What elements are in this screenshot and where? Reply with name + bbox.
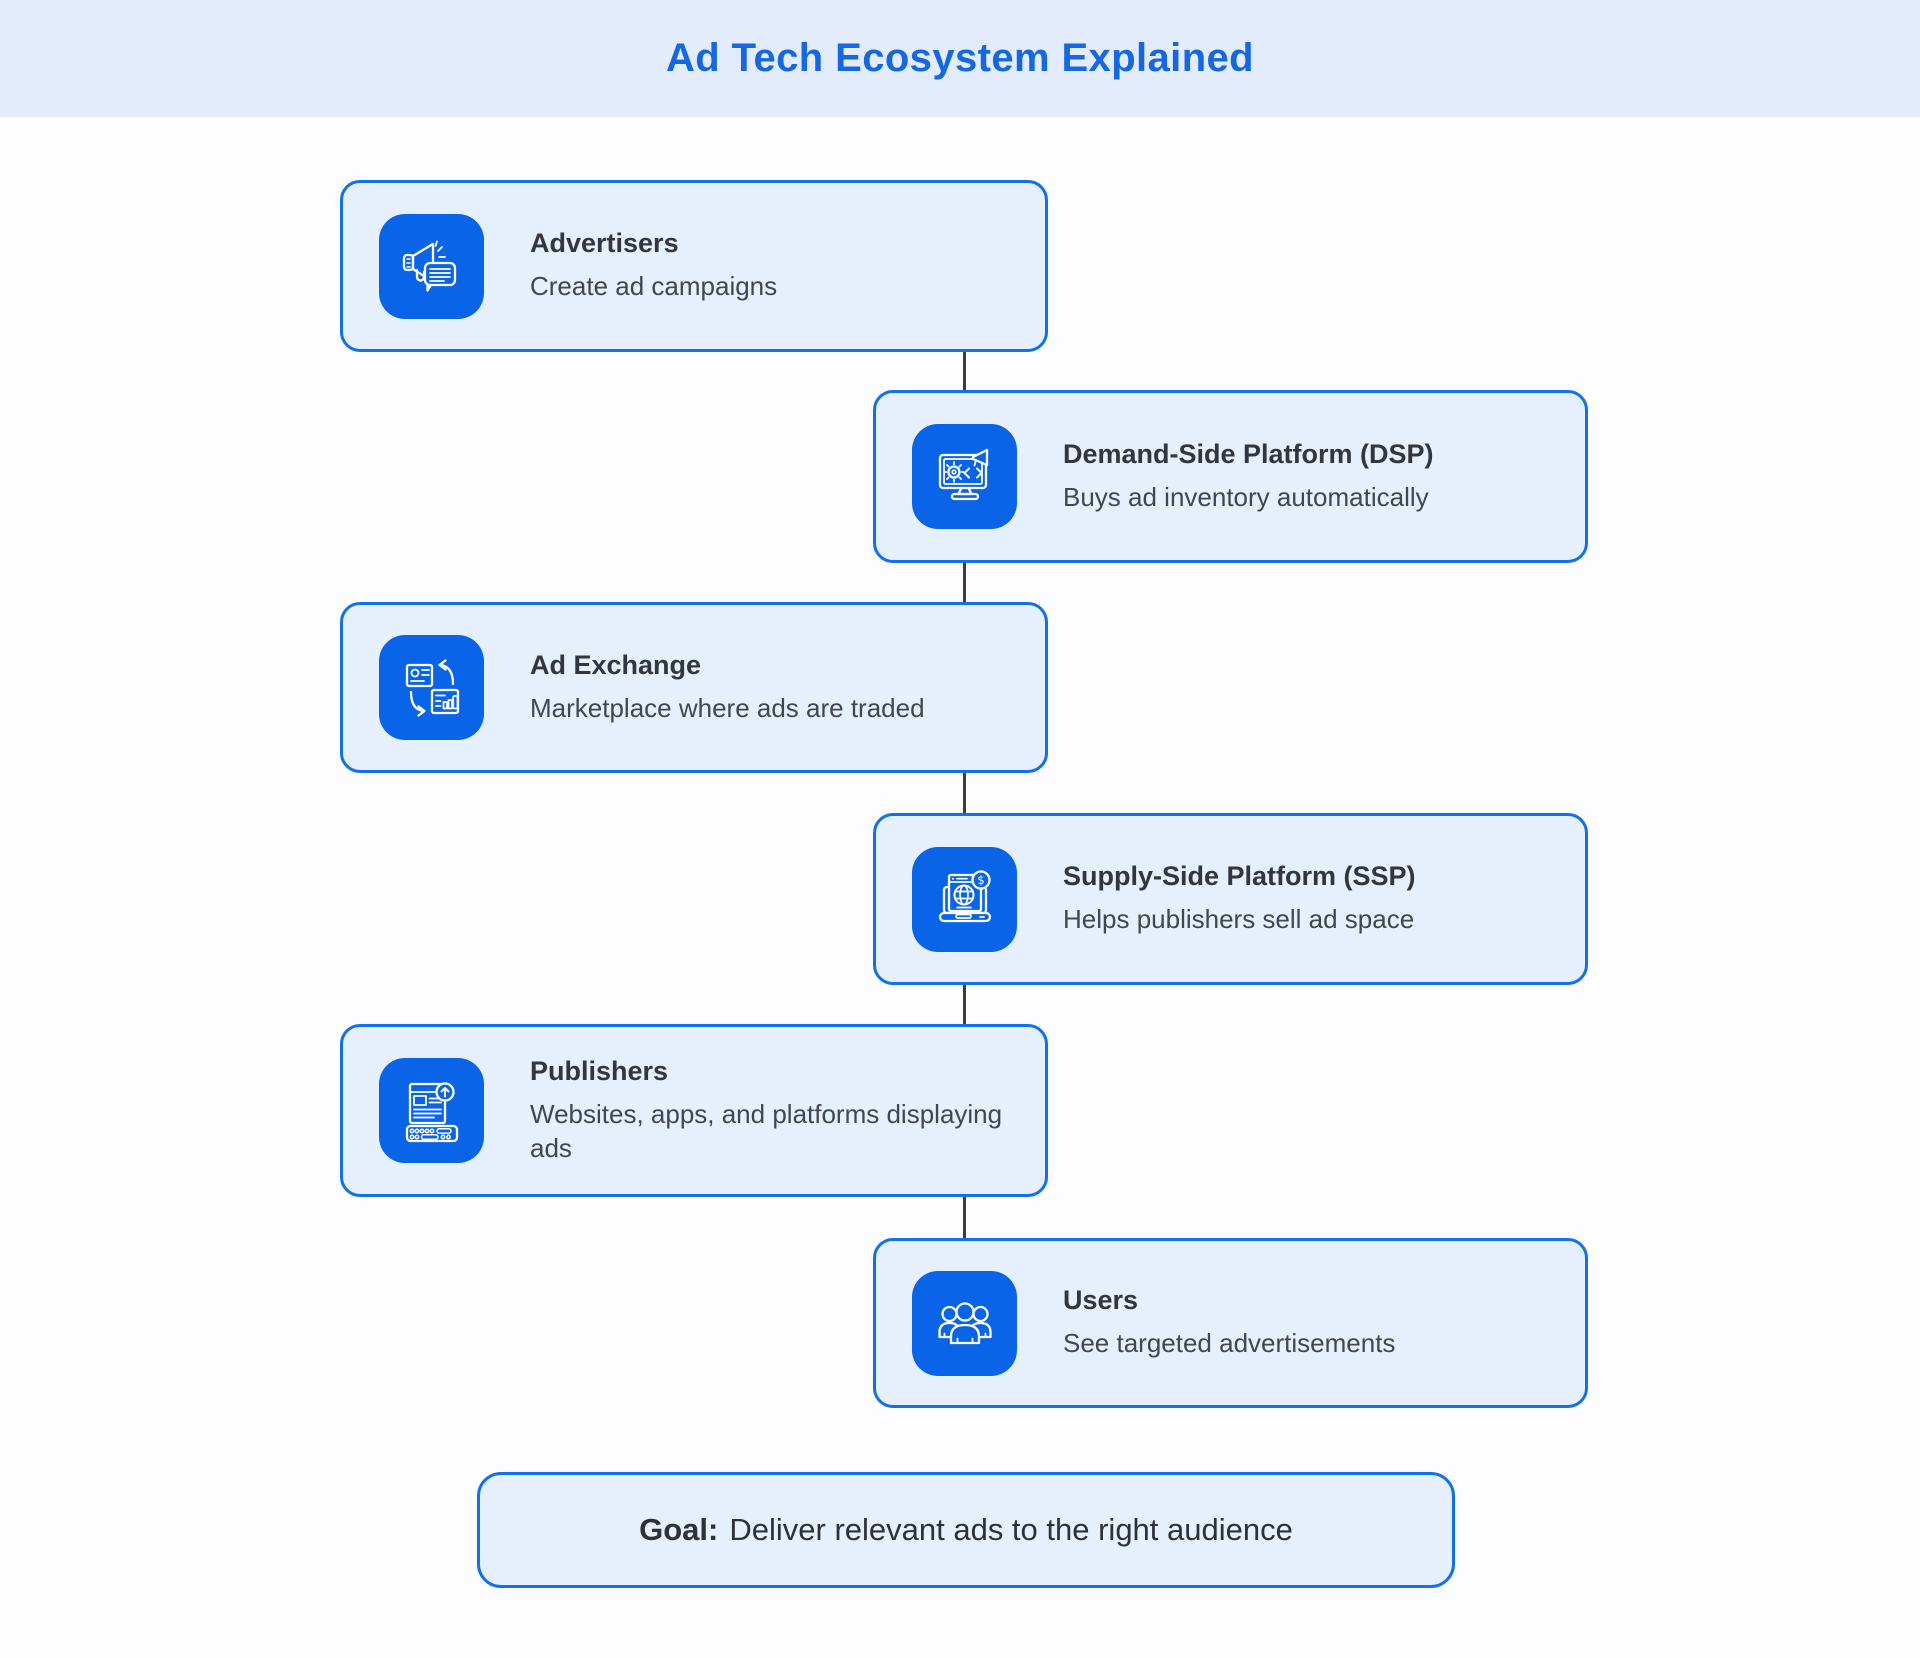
node-description: Marketplace where ads are traded xyxy=(530,692,925,723)
node-title: Ad Exchange xyxy=(530,649,702,680)
node-title: Advertisers xyxy=(530,228,679,259)
exchange-swap-arrows-icon xyxy=(405,658,459,717)
people-group-icon xyxy=(937,1302,992,1345)
icon-tile: $ xyxy=(912,846,1017,952)
laptop-globe-dollar-icon: $ xyxy=(938,870,991,923)
node-title: Users xyxy=(1063,1285,1139,1316)
header-banner: Ad Tech Ecosystem Explained xyxy=(0,0,1920,117)
goal-label: Goal: xyxy=(639,1512,719,1547)
monitor-gear-code-icon xyxy=(938,448,988,500)
node-text: Demand-Side Platform (DSP) Buys ad inven… xyxy=(1063,439,1434,514)
page-title: Ad Tech Ecosystem Explained xyxy=(665,36,1255,80)
node-description: Buys ad inventory automatically xyxy=(1063,481,1429,512)
node-description: See targeted advertisements xyxy=(1063,1328,1396,1359)
icon-tile xyxy=(912,1270,1017,1376)
node-card-dsp: Demand-Side Platform (DSP) Buys ad inven… xyxy=(873,390,1588,563)
icon-tile xyxy=(379,635,484,740)
node-card-advertisers: Advertisers Create ad campaigns xyxy=(340,180,1048,352)
svg-text:$: $ xyxy=(977,873,984,887)
node-text: Supply-Side Platform (SSP) Helps publish… xyxy=(1063,861,1416,936)
icon-tile xyxy=(379,1058,484,1163)
node-description: Helps publishers sell ad space xyxy=(1063,904,1415,935)
node-text: Ad Exchange Marketplace where ads are tr… xyxy=(530,650,925,725)
node-description: Create ad campaigns xyxy=(530,271,778,302)
node-title: Publishers xyxy=(530,1055,669,1086)
connector-line-publishers-users xyxy=(963,1197,966,1238)
node-text: Publishers Websites, apps, and platforms… xyxy=(530,1056,1010,1166)
connector-line-advertisers-dsp xyxy=(963,352,966,390)
goal-banner: Goal: Deliver relevant ads to the right … xyxy=(477,1472,1455,1588)
node-text: Users See targeted advertisements xyxy=(1063,1285,1395,1360)
node-description: Websites, apps, and platforms displaying… xyxy=(530,1098,1003,1164)
icon-tile xyxy=(379,213,484,319)
node-card-ad-exchange: Ad Exchange Marketplace where ads are tr… xyxy=(340,602,1048,773)
webpage-keyboard-upload-icon xyxy=(405,1081,458,1142)
node-card-ssp: $ Supply-Side Platform (SSP) Helps publi… xyxy=(873,813,1588,985)
node-card-publishers: Publishers Websites, apps, and platforms… xyxy=(340,1024,1048,1197)
megaphone-announcement-icon xyxy=(402,240,456,292)
connector-line-dsp-adexchange xyxy=(963,563,966,602)
connector-line-ssp-publishers xyxy=(963,985,966,1024)
node-card-users: Users See targeted advertisements xyxy=(873,1238,1588,1408)
node-text: Advertisers Create ad campaigns xyxy=(530,228,777,303)
icon-tile xyxy=(912,424,1017,529)
goal-text: Deliver relevant ads to the right audien… xyxy=(729,1512,1293,1547)
node-title: Demand-Side Platform (DSP) xyxy=(1063,438,1434,469)
node-title: Supply-Side Platform (SSP) xyxy=(1063,861,1416,892)
connector-line-adexchange-ssp xyxy=(963,773,966,813)
